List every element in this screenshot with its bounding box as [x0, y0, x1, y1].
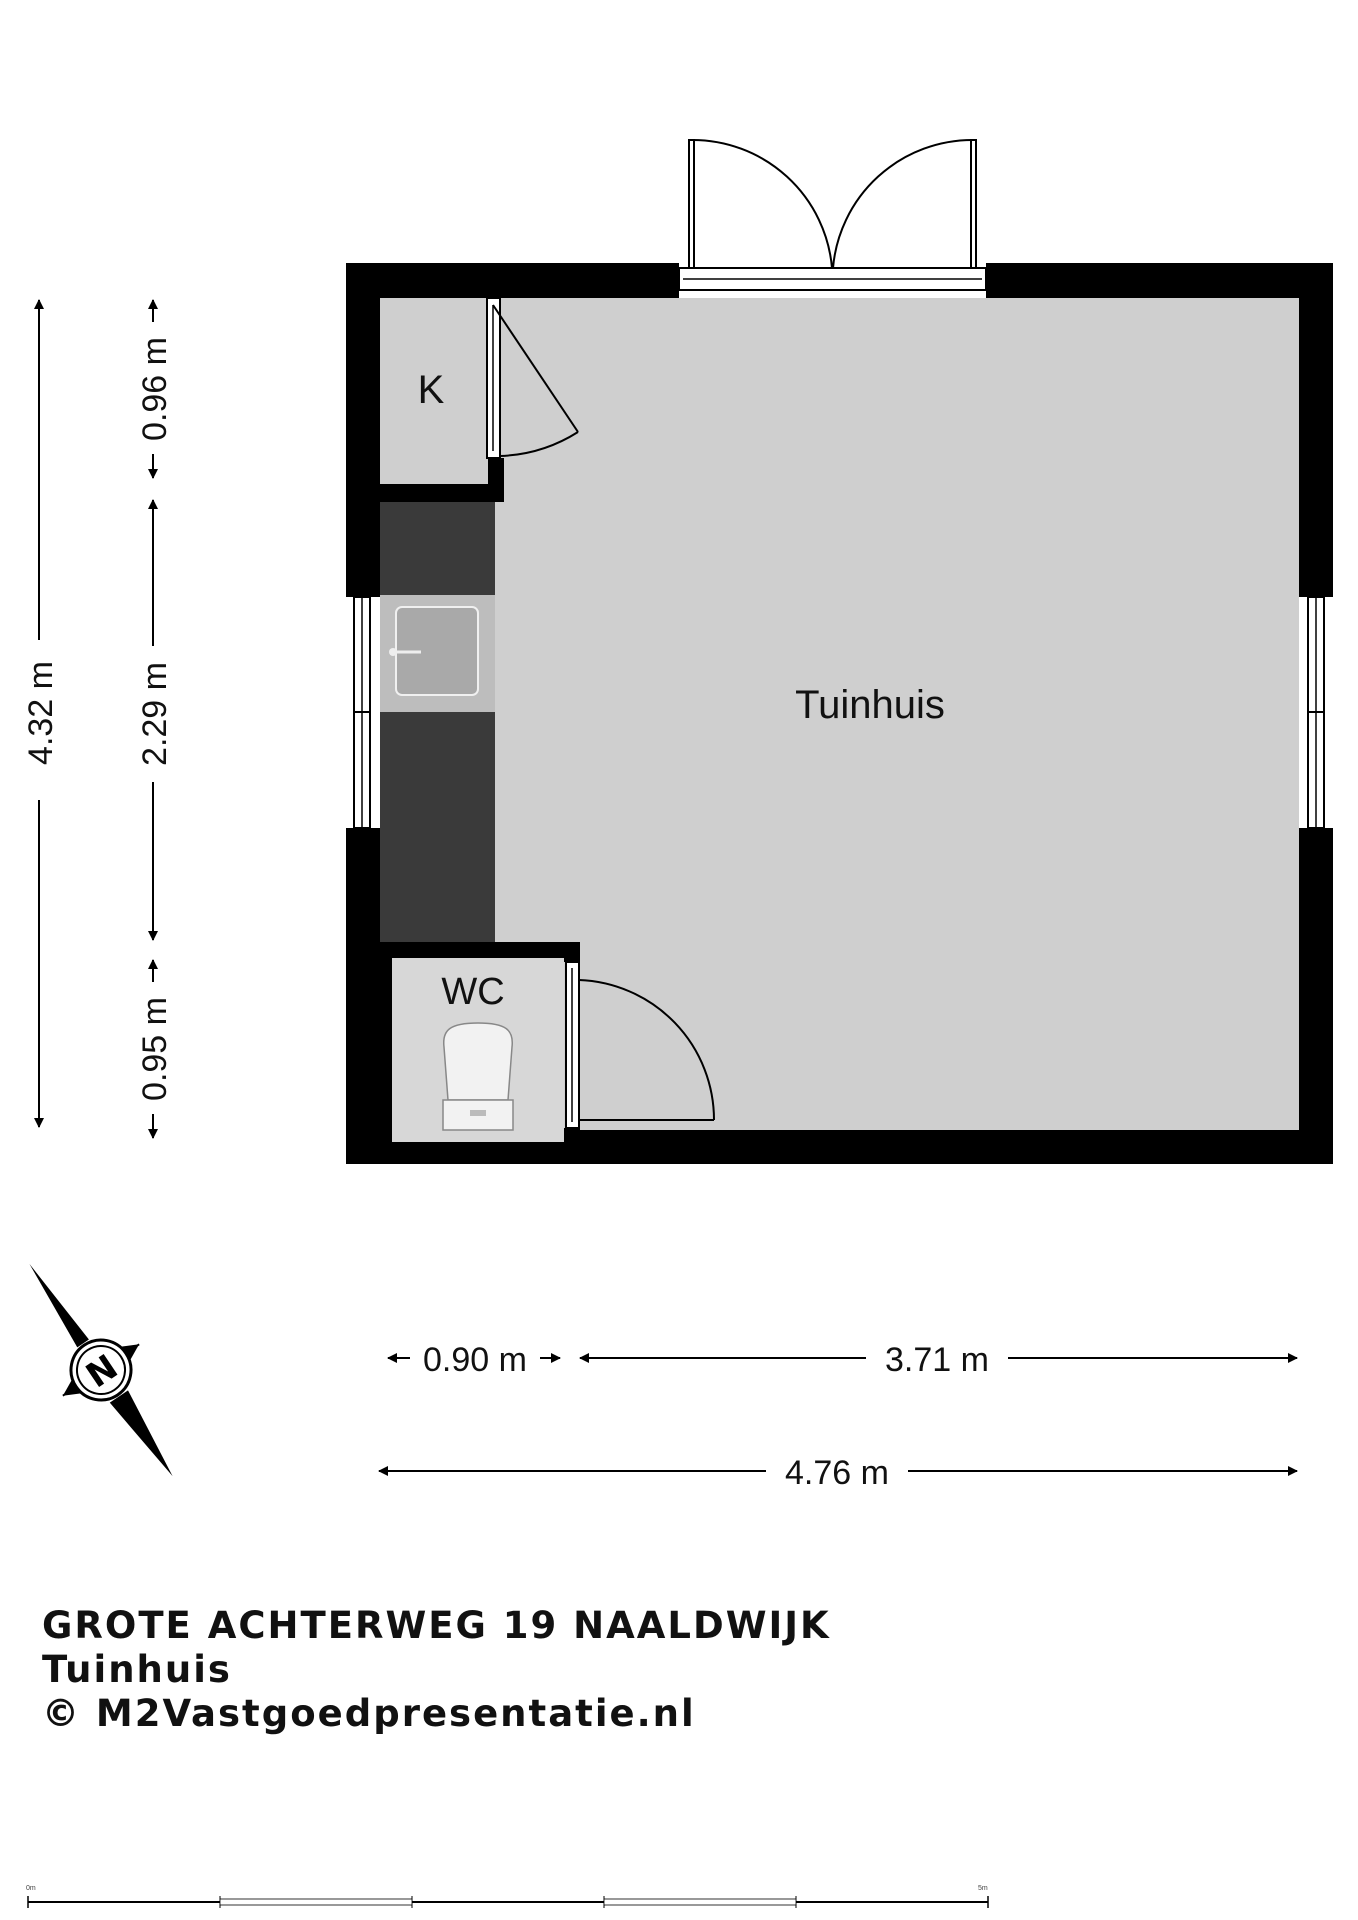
dim-label-bg [866, 1338, 1008, 1378]
dim-label-total-width: 4.76 m [785, 1454, 889, 1492]
door-swing-left [691, 138, 833, 269]
dim-label-bg [22, 640, 58, 800]
door-frame-top [678, 267, 987, 291]
door-leaf-right [970, 139, 977, 269]
dim-label-bg [766, 1451, 908, 1491]
toilet-flush [470, 1110, 486, 1116]
dim-label-kitchen-height: 2.29 m [136, 662, 174, 766]
wc-wall-left [380, 942, 392, 1130]
caption-address: GROTE ACHTERWEG 19 NAALDWIJK [42, 1604, 831, 1647]
dim-label-total-height: 4.32 m [22, 661, 60, 765]
scale-bar [27, 1896, 989, 1908]
caption-copyright: © M2Vastgoedpresentatie.nl [42, 1692, 696, 1735]
storage-door-panel [492, 304, 579, 433]
faucet-base [389, 648, 397, 656]
dim-label-toilet-height: 0.95 m [136, 997, 174, 1101]
caption-block: GROTE ACHTERWEG 19 NAALDWIJK Tuinhuis © … [42, 1604, 831, 1736]
dim-label-bg [136, 646, 172, 782]
dim-label-storage-height: 0.96 m [136, 337, 174, 441]
caption-subtitle: Tuinhuis [42, 1648, 232, 1691]
room-label-wc: WC [441, 971, 504, 1013]
door-swing-right [832, 138, 974, 269]
scale-bar-end-label: 5m [978, 1885, 988, 1892]
wc-wall-top [380, 942, 580, 958]
toilet-icon [442, 1022, 514, 1101]
scale-bar-start-label: 0m [26, 1885, 36, 1892]
kitchen-counter [380, 502, 495, 942]
wc-door-swing [578, 979, 715, 1121]
compass-rose-icon [29, 1263, 173, 1477]
dim-label-bg [410, 1338, 540, 1378]
door-leaf-left [688, 139, 695, 269]
dim-label-side-width: 0.90 m [423, 1341, 527, 1379]
room-label-main: Tuinhuis [795, 683, 945, 727]
storage-wall-bottom [380, 484, 504, 502]
dim-label-bg [136, 322, 172, 454]
room-label-storage: K [418, 368, 445, 412]
dim-label-main-width: 3.71 m [885, 1341, 989, 1379]
dim-label-bg [136, 982, 172, 1114]
storage-door-swing [499, 431, 579, 457]
